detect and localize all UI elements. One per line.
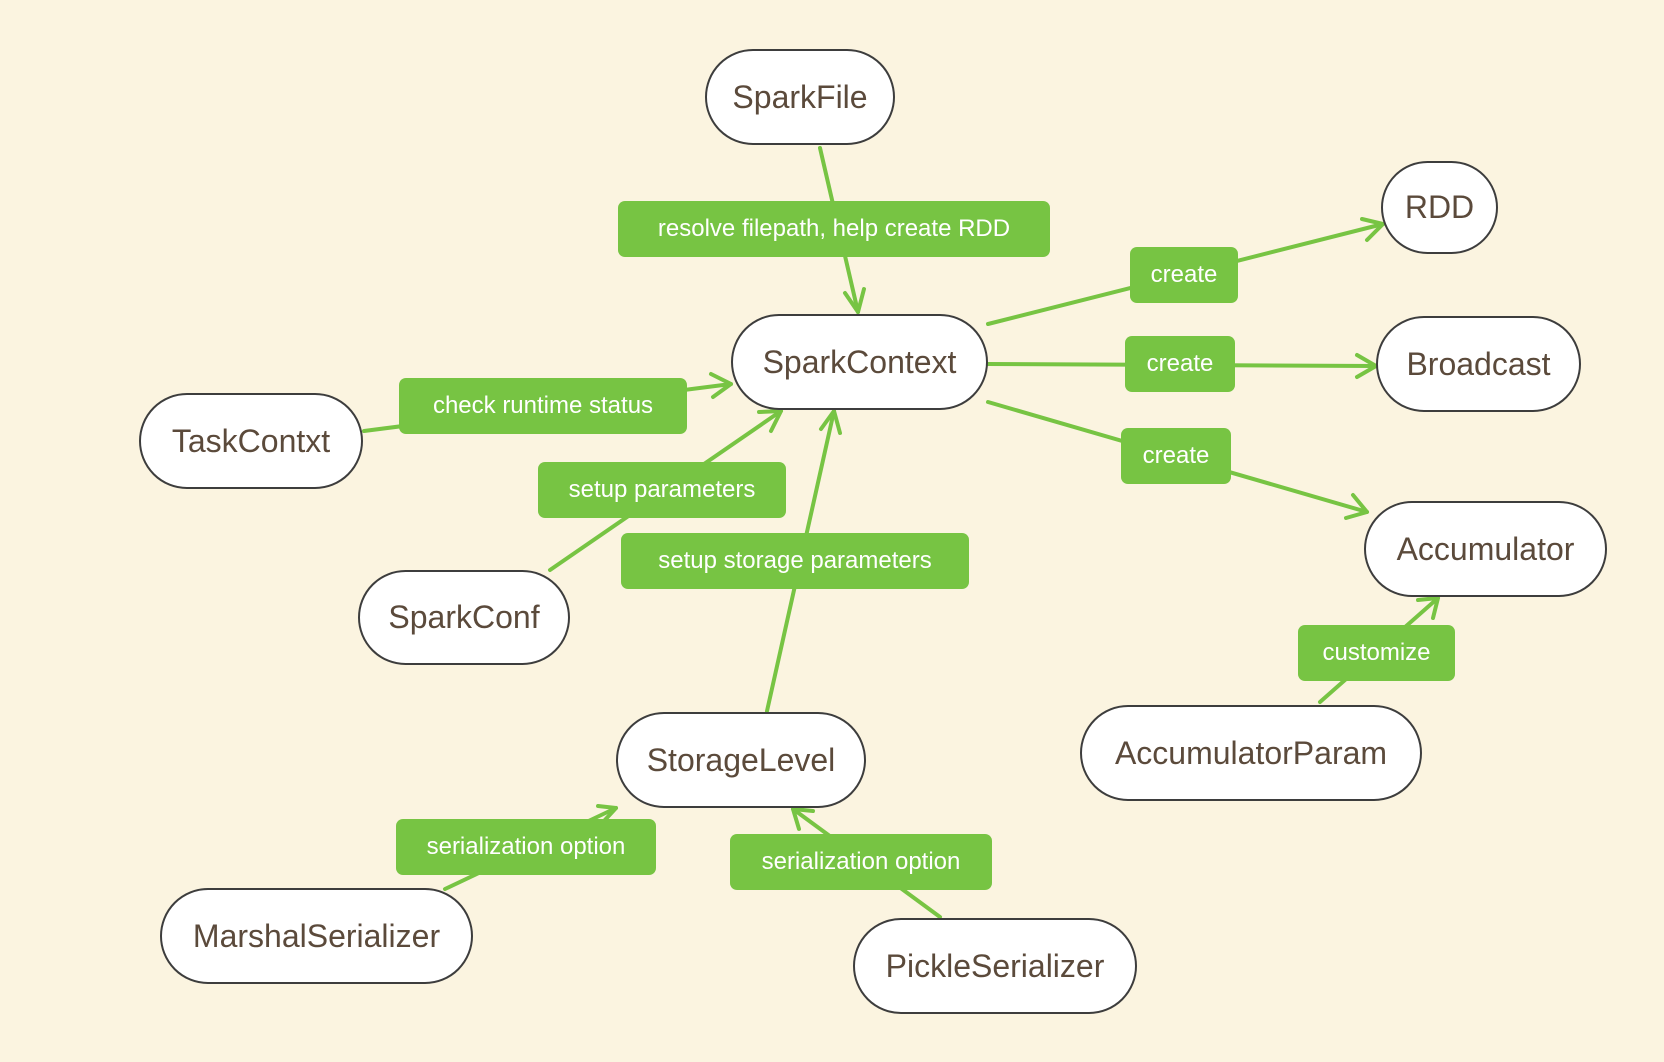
node-accumulator: Accumulator	[1364, 501, 1607, 597]
node-storagelevel: StorageLevel	[616, 712, 866, 808]
label-serialization-option-pickle: serialization option	[730, 834, 992, 890]
node-sparkcontext: SparkContext	[731, 314, 988, 410]
node-sparkconf: SparkConf	[358, 570, 570, 665]
label-create-broadcast: create	[1125, 336, 1235, 392]
label-setup-storage-parameters: setup storage parameters	[621, 533, 969, 589]
label-setup-parameters: setup parameters	[538, 462, 786, 518]
label-serialization-option-marshal: serialization option	[396, 819, 656, 875]
label-create-accumulator: create	[1121, 428, 1231, 484]
node-sparkfile: SparkFile	[705, 49, 895, 145]
node-pickleserializer: PickleSerializer	[853, 918, 1137, 1014]
label-resolve-filepath: resolve filepath, help create RDD	[618, 201, 1050, 257]
label-check-runtime-status: check runtime status	[399, 378, 687, 434]
node-marshalserializer: MarshalSerializer	[160, 888, 473, 984]
node-accumulatorparam: AccumulatorParam	[1080, 705, 1422, 801]
node-broadcast: Broadcast	[1376, 316, 1581, 412]
node-taskcontxt: TaskContxt	[139, 393, 363, 489]
node-rdd: RDD	[1381, 161, 1498, 254]
label-create-rdd: create	[1130, 247, 1238, 303]
label-customize: customize	[1298, 625, 1455, 681]
